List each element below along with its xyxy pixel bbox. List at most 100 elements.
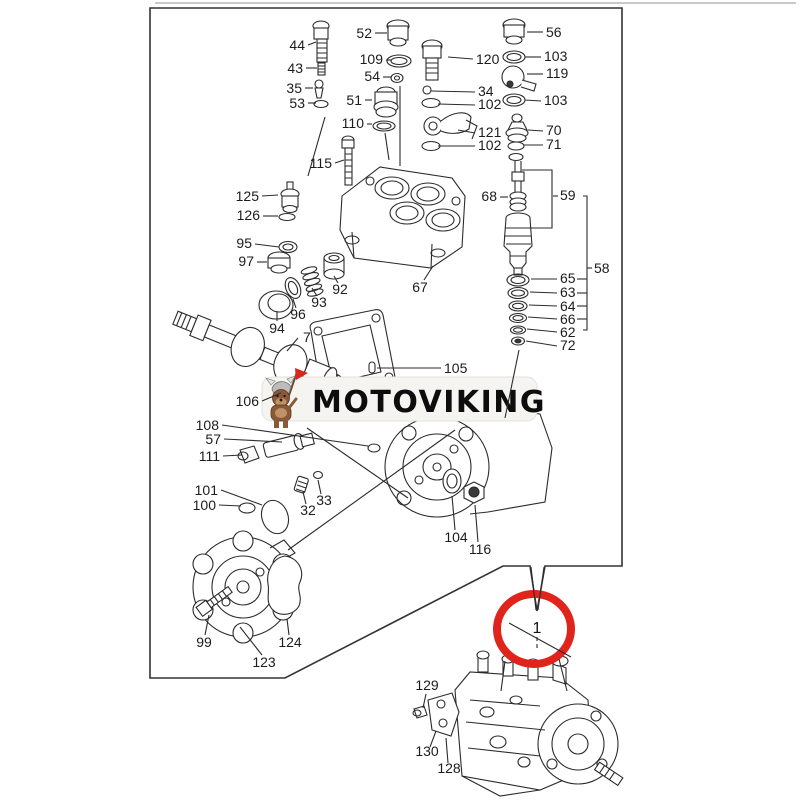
pin-drawing xyxy=(368,361,376,374)
part-label-63: 63 xyxy=(560,284,576,300)
leader-line xyxy=(292,298,297,309)
part-label-110: 110 xyxy=(342,115,365,131)
part-label-35: 35 xyxy=(286,80,302,96)
part-label-108: 108 xyxy=(196,417,220,433)
part-label-103: 103 xyxy=(544,48,568,64)
part-label-59: 59 xyxy=(560,187,576,203)
part-label-126: 126 xyxy=(237,207,261,223)
mount-bolt-drawing xyxy=(195,585,233,618)
part-label-44: 44 xyxy=(289,37,305,53)
leader-line xyxy=(286,618,290,636)
part-label-129: 129 xyxy=(415,677,439,693)
leader-line xyxy=(287,429,456,551)
leader-line xyxy=(307,41,317,46)
assembled-pump-drawing xyxy=(412,650,624,797)
leader-line xyxy=(333,275,339,284)
leader-line xyxy=(474,504,479,543)
seal-and-nut-drawing xyxy=(442,468,485,504)
leader-line xyxy=(223,438,283,443)
viking-mascot-icon xyxy=(265,368,308,428)
leader-line xyxy=(451,495,456,531)
part-label-120: 120 xyxy=(476,51,500,67)
part-label-124: 124 xyxy=(278,634,302,650)
leader-line xyxy=(286,337,299,352)
part-label-123: 123 xyxy=(252,654,276,670)
leader-line xyxy=(500,660,506,692)
part-label-109: 109 xyxy=(360,51,384,67)
leader-line xyxy=(430,90,476,93)
leader-line xyxy=(384,132,390,161)
part-label-65: 65 xyxy=(560,270,576,286)
part-label-1: 1 xyxy=(533,620,542,637)
bracket-line xyxy=(522,169,553,229)
plunger-assembly-drawing xyxy=(503,161,533,346)
part-label-115: 115 xyxy=(310,155,333,171)
part-label-53: 53 xyxy=(289,95,305,111)
part-label-34: 34 xyxy=(478,83,494,99)
leader-line xyxy=(261,392,282,402)
leader-line xyxy=(254,243,280,248)
pump-housing-drawing xyxy=(384,403,553,518)
part-label-68: 68 xyxy=(481,188,497,204)
part-label-70: 70 xyxy=(546,122,562,138)
part-label-100: 100 xyxy=(193,497,217,513)
leader-line xyxy=(429,730,437,748)
delivery-holder-column-drawing xyxy=(372,19,412,132)
part-label-92: 92 xyxy=(332,281,348,297)
part-label-72: 72 xyxy=(560,337,576,353)
leader-line xyxy=(302,491,307,505)
part-label-32: 32 xyxy=(300,502,316,518)
joint-bolt-drawing xyxy=(237,432,381,464)
leader-line xyxy=(445,737,449,764)
watermark-band xyxy=(261,376,538,422)
part-label-106: 106 xyxy=(236,393,260,409)
part-label-130: 130 xyxy=(415,743,439,759)
part-label-93: 93 xyxy=(311,294,327,310)
leader-line xyxy=(261,194,279,197)
part-label-62: 62 xyxy=(560,324,576,340)
part-label-54: 54 xyxy=(364,68,380,84)
leader-line xyxy=(334,159,345,164)
banjo-group-drawing xyxy=(421,39,478,152)
leader-line xyxy=(529,291,558,294)
part-label-111: 111 xyxy=(199,448,220,464)
part-label-105: 105 xyxy=(444,360,468,376)
part-label-7: 7 xyxy=(303,329,311,345)
part-label-104: 104 xyxy=(444,529,468,545)
part-label-128: 128 xyxy=(437,760,461,776)
part-label-94: 94 xyxy=(269,320,285,336)
part-label-102: 102 xyxy=(478,137,502,153)
left-fittings-drawing xyxy=(312,20,330,109)
part-label-58: 58 xyxy=(594,260,610,276)
leader-line xyxy=(524,99,542,102)
leader-line xyxy=(218,504,242,507)
leader-line xyxy=(457,129,476,134)
side-plugs-drawing xyxy=(258,181,345,320)
watermark: MOTOVIKING xyxy=(261,368,545,428)
leader-line xyxy=(527,129,544,132)
part-label-71: 71 xyxy=(546,136,562,152)
callouts-layer: 4443355352109545111011512034102121102561… xyxy=(193,24,610,776)
leader-line xyxy=(447,56,474,60)
part-label-66: 66 xyxy=(560,311,576,327)
leader-line xyxy=(222,454,243,457)
leader-line xyxy=(221,424,369,447)
leader-line xyxy=(537,566,545,611)
leader-line xyxy=(423,265,434,281)
part-label-97: 97 xyxy=(238,253,254,269)
leader-line xyxy=(220,489,263,506)
part-label-96: 96 xyxy=(290,306,306,322)
part-label-102: 102 xyxy=(478,96,502,112)
part-label-103: 103 xyxy=(544,92,568,108)
leader-line xyxy=(307,116,326,177)
leader-line xyxy=(311,287,318,297)
parts-drawings xyxy=(172,18,624,797)
mascot-flag xyxy=(295,368,308,380)
overflow-valve-column-drawing xyxy=(501,18,537,162)
leader-line xyxy=(508,622,572,658)
part-label-33: 33 xyxy=(316,492,332,508)
leader-line xyxy=(239,626,263,656)
leader-line xyxy=(525,340,558,347)
